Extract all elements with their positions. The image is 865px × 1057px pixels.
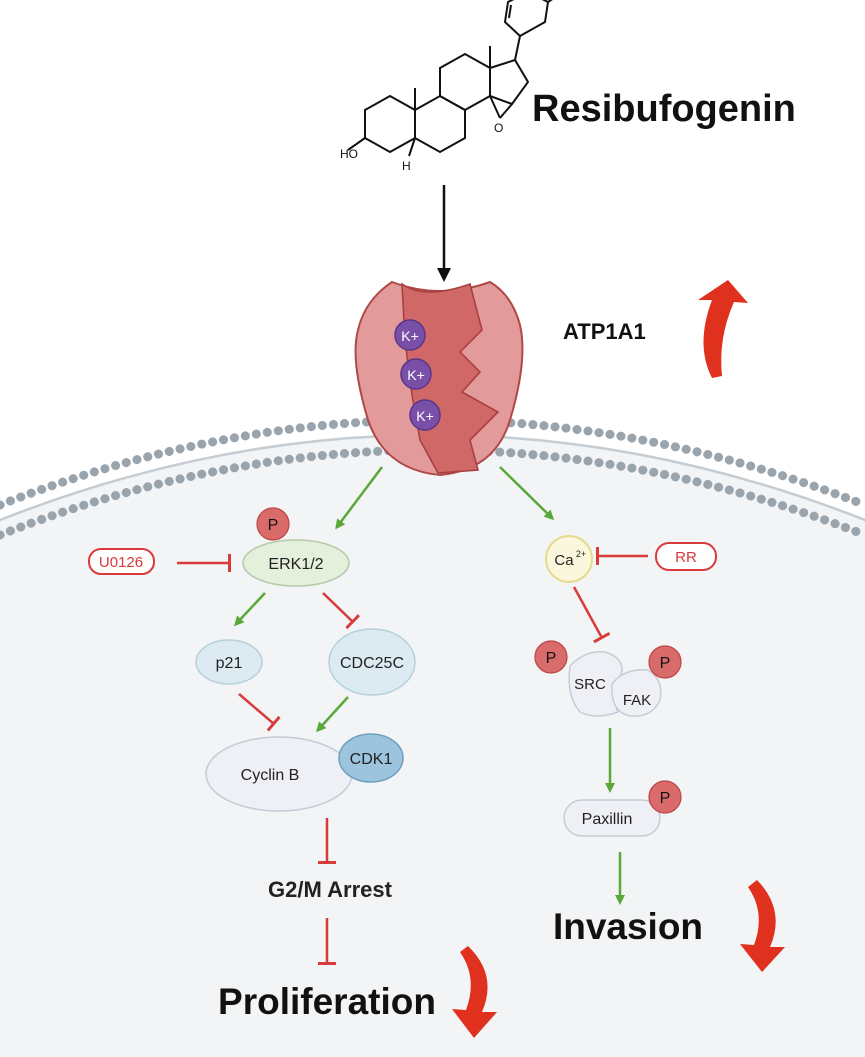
cdk1-node [338,733,404,783]
k-ion-3: K+ [409,399,441,431]
h-label: H [402,159,411,173]
k-ion-2: K+ [400,358,432,390]
channel-to-calcium-arrow [499,466,555,521]
paxillin-phospho-label: P [660,790,671,807]
ho-label: HO [340,147,358,161]
fak-phospho-label: P [660,655,671,672]
resibufogenin-structure-icon [347,0,553,157]
calcium-label: Ca [554,552,574,569]
paxillin-phospho-badge [648,780,682,814]
erk-phospho-label: P [268,517,279,534]
invasion-downregulation-arrow-icon [740,880,785,972]
o-label: O [494,121,503,135]
erk-label: ERK1/2 [268,556,323,573]
src-label: SRC [574,676,606,693]
fak-node [611,669,662,717]
atp1a1-label: ATP1A1 [563,319,646,344]
fak-label: FAK [623,692,651,709]
calcium-node [545,535,593,583]
cdc25c-node [328,628,416,696]
erk-phospho-badge [256,507,290,541]
upregulation-arrow-icon [698,280,748,378]
src-phospho-badge [534,640,568,674]
k-ion-1-label: K+ [401,328,419,344]
cdk1-label: CDK1 [350,751,393,768]
compound-title: Resibufogenin [532,88,796,130]
cyclinb-label: Cyclin B [241,767,300,784]
paxillin-label: Paxillin [582,811,633,828]
invasion-label: Invasion [553,906,703,947]
k-ion-3-label: K+ [416,408,434,424]
rr-label: RR [675,549,697,566]
calcium-to-src-inhibition [572,586,611,644]
p21-node [195,639,263,685]
p21-to-cyclinb-inhibition [238,693,281,732]
erk-to-p21-arrow [233,592,266,627]
proliferation-downregulation-arrow-icon [452,946,497,1038]
proliferation-label: Proliferation [218,981,436,1022]
calcium-charge-label: 2+ [576,549,586,559]
u0126-inhibitor-box [88,548,155,575]
channel-to-erk-arrow [335,466,383,530]
atp1a1-channel-icon [354,280,524,477]
erk-to-cdc25c-inhibition [322,592,360,630]
erk-node [242,539,350,587]
g2m-arrest-label: G2/M Arrest [268,877,393,902]
fak-phospho-badge [648,645,682,679]
cdc25c-label: CDC25C [340,655,404,672]
u0126-label: U0126 [99,554,143,571]
p21-label: p21 [216,655,243,672]
src-phospho-label: P [546,650,557,667]
k-ion-1: K+ [394,319,426,351]
k-ion-2-label: K+ [407,367,425,383]
rr-inhibitor-box [655,542,717,571]
cytoplasm-region [0,435,865,1057]
cdc25c-to-cyclinb-arrow [315,696,349,733]
paxillin-node [563,799,661,837]
